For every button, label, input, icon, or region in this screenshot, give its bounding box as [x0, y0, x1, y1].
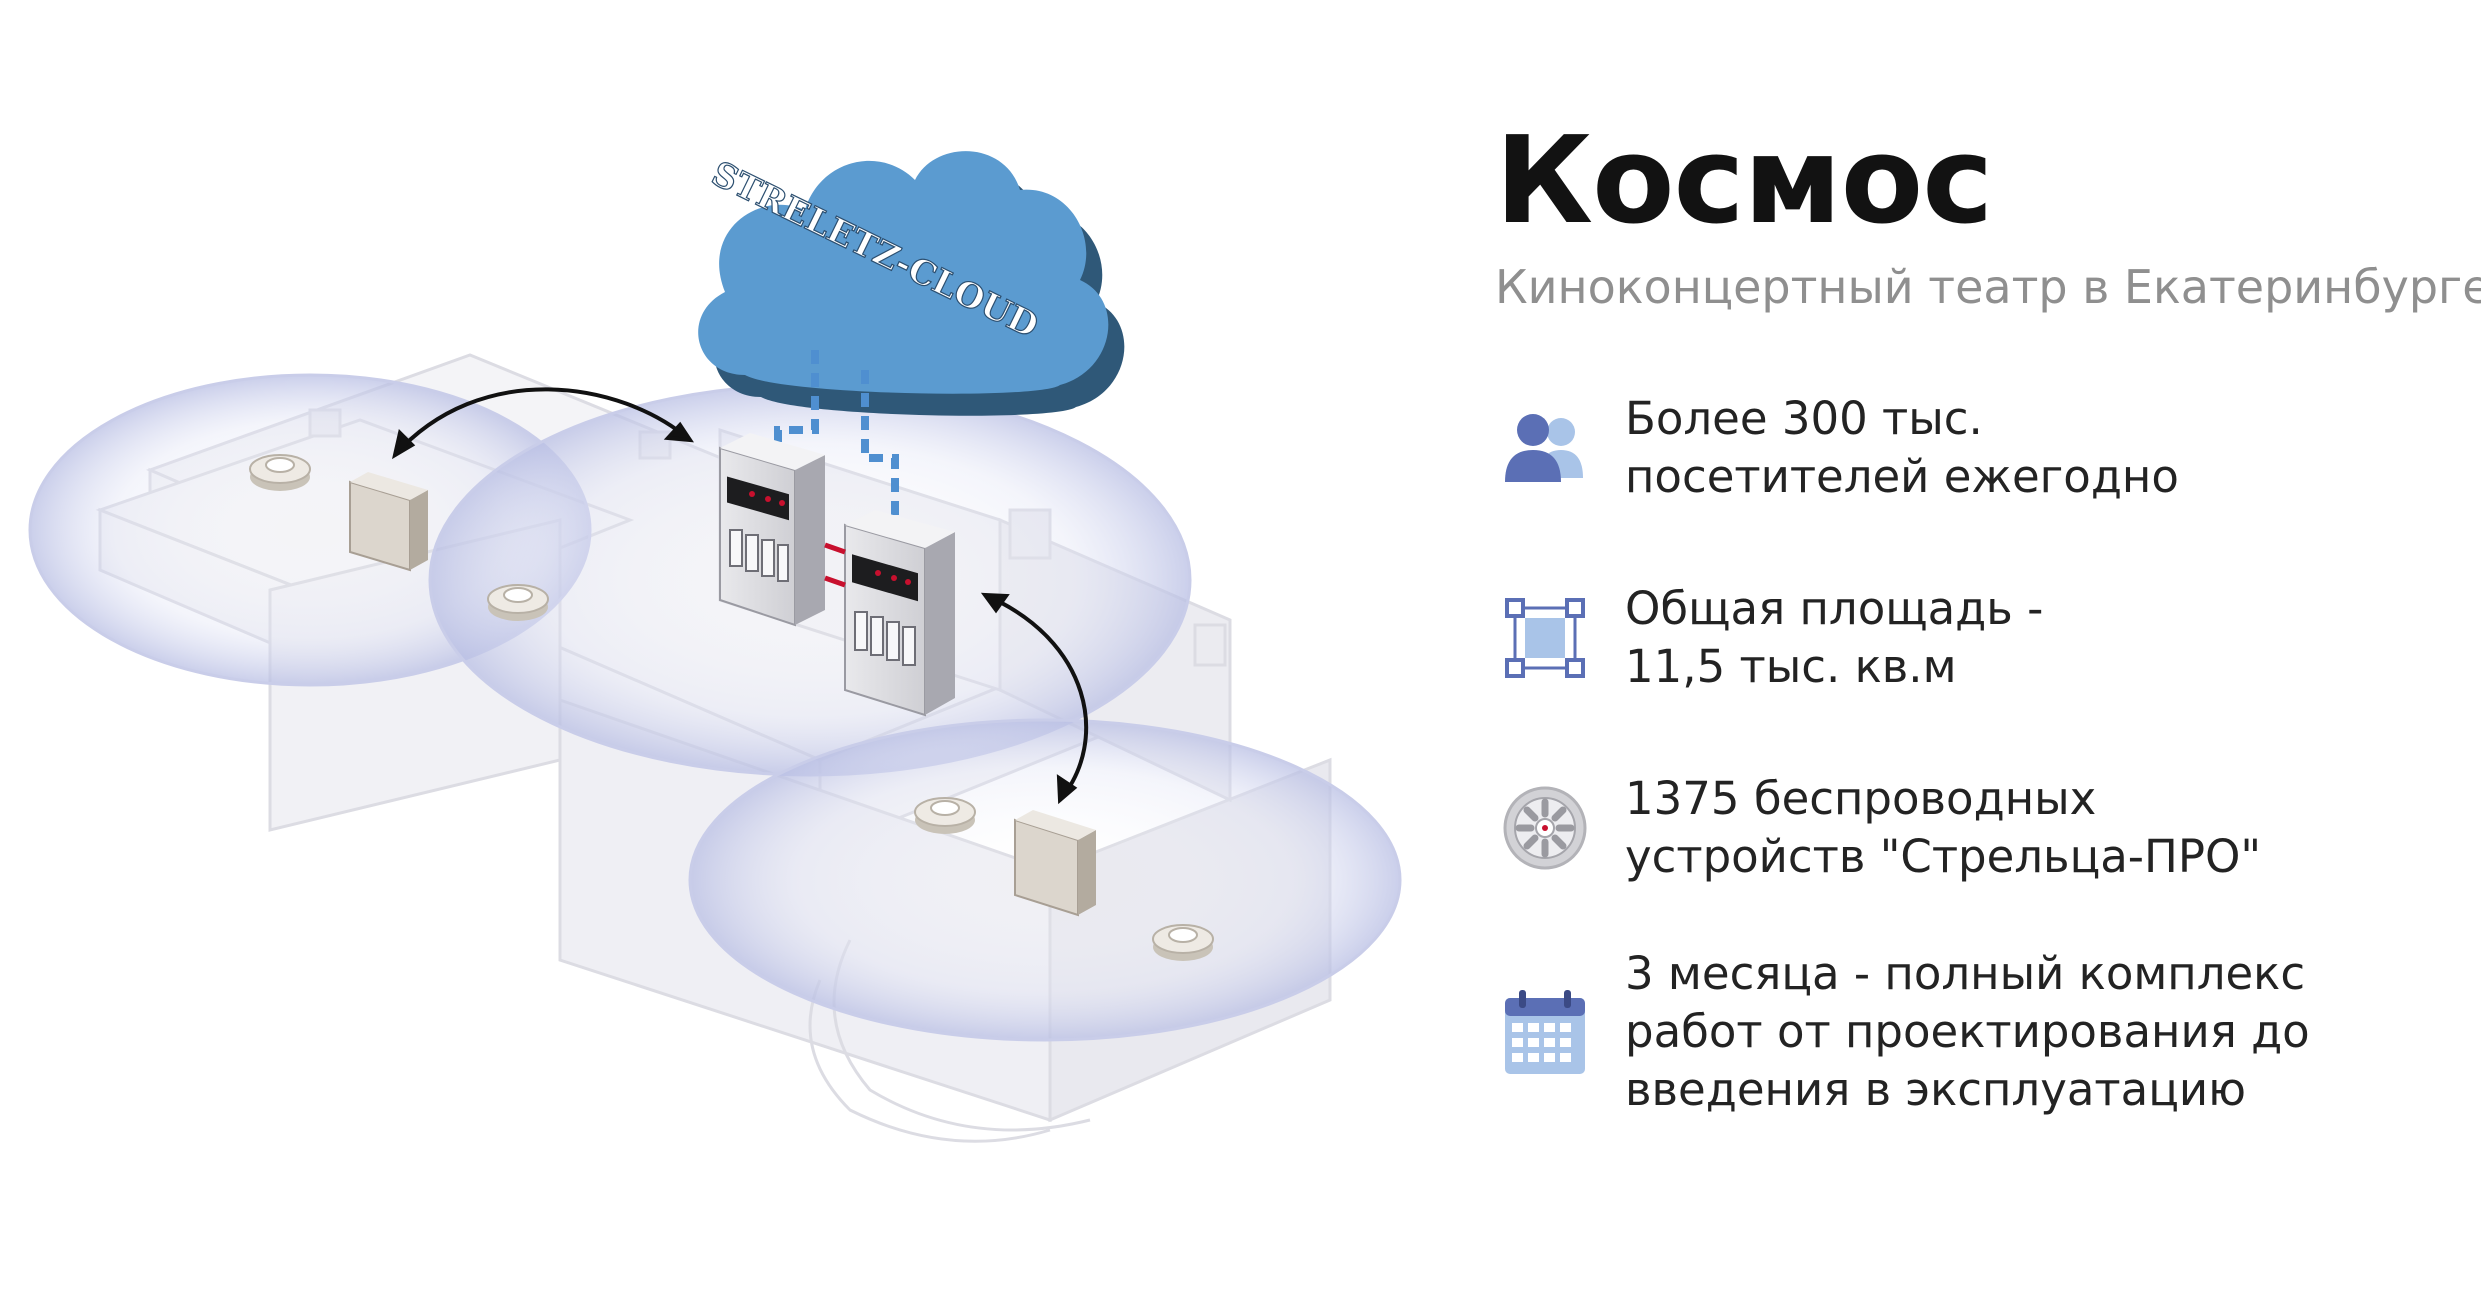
- fact-line: 11,5 тыс. кв.м: [1625, 640, 1957, 693]
- info-panel: Космос Киноконцертный театр в Екатеринбу…: [1495, 0, 2481, 1296]
- radio-expander-left: [349, 472, 428, 572]
- fact-line: введения в эксплуатацию: [1625, 1063, 2246, 1116]
- fact-line: 1375 беспроводных: [1625, 772, 2097, 825]
- calendar-icon: [1505, 990, 1585, 1074]
- page-subtitle: Киноконцертный театр в Екатеринбурге: [1495, 260, 2481, 314]
- control-panel-right: [844, 510, 955, 717]
- fact-duration: 3 месяца - полный комплекс работ от прое…: [1495, 945, 2425, 1119]
- fact-line: устройств "Стрельца-ПРО": [1625, 830, 2262, 883]
- fact-devices: 1375 беспроводных устройств "Стрельца-ПР…: [1495, 770, 2425, 886]
- fact-line: посетителей ежегодно: [1625, 450, 2179, 503]
- fact-visitors: Более 300 тыс. посетителей ежегодно: [1495, 390, 2425, 506]
- people-icon: [1505, 414, 1583, 482]
- fact-line: Более 300 тыс.: [1625, 392, 1983, 445]
- panel-link: [824, 542, 846, 588]
- fact-line: работ от проектирования до: [1625, 1005, 2310, 1058]
- fact-line: 3 месяца - полный комплекс: [1625, 947, 2306, 1000]
- control-panel-left: [719, 433, 825, 627]
- fact-line: Общая площадь -: [1625, 582, 2044, 635]
- smoke-detector: [487, 584, 549, 621]
- page-title: Космос: [1495, 112, 1993, 251]
- fact-area: Общая площадь - 11,5 тыс. кв.м: [1495, 580, 2425, 696]
- building-illustration: STRELETZ-CLOUD: [28, 151, 1402, 1143]
- detector-icon: [1503, 786, 1587, 870]
- cloud: STRELETZ-CLOUD: [698, 151, 1125, 416]
- smoke-detector: [249, 454, 311, 491]
- area-icon: [1505, 598, 1585, 678]
- radio-link-arrows: [392, 387, 1089, 805]
- smoke-detector: [914, 797, 976, 834]
- cloud-links: [774, 350, 899, 530]
- smoke-detector: [1152, 924, 1214, 961]
- radio-expander-right: [1014, 810, 1096, 917]
